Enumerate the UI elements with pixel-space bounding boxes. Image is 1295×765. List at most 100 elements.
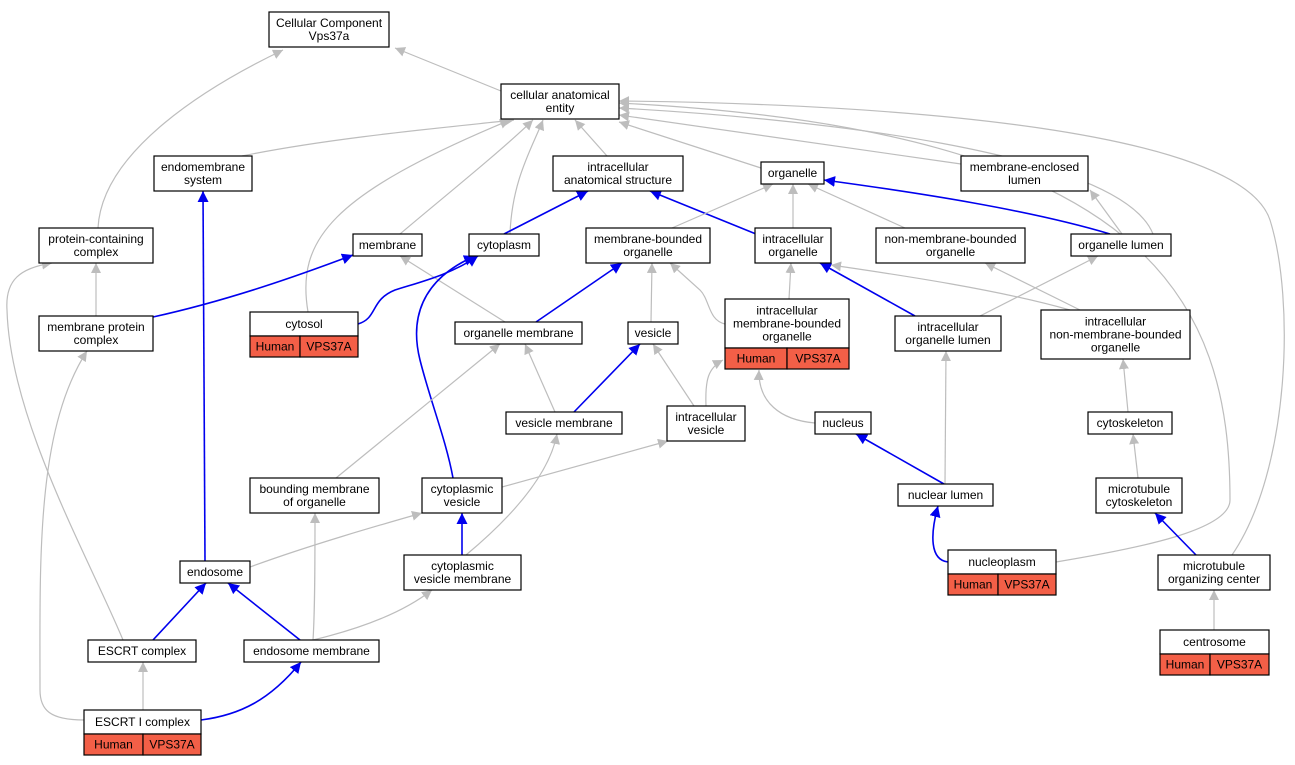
node-label: Cellular Component [276,16,383,30]
node-box [894,315,1002,352]
edge-mbo-to-organelle [671,183,774,229]
node-box [585,227,711,264]
edge-emem-to-bmo [309,512,320,641]
node-label: centrosome [1183,635,1246,649]
node-box [454,321,583,345]
node-label: system [184,173,222,187]
edge-escrt-to-pcc [6,259,124,641]
node-label: microtubule [1108,482,1170,496]
node-endosome[interactable]: endosome [179,560,251,584]
edge-imbo-to-mbo [669,262,726,325]
node-box [960,155,1089,192]
node-label: organelle [926,245,976,259]
edge-endosome-to-endomembrane [197,190,209,562]
node-label: cytoplasmic [431,559,494,573]
edge-organelle-to-cae [618,120,762,169]
node-label: cytoplasmic [431,482,494,496]
node-box [1040,309,1191,360]
node-omem[interactable]: organelle membrane [454,321,583,345]
node-label: non-membrane-bounded [884,232,1016,246]
node-cytoplasm[interactable]: cytoplasm [468,233,540,257]
node-label: nucleoplasm [968,555,1035,569]
edge-nlumen-to-iol [940,350,951,485]
node-olumen[interactable]: organelle lumen [1070,233,1172,257]
node-membrane[interactable]: membrane [352,233,423,257]
edge-io-to-ias [649,190,757,235]
edge-nucleus-to-imbo [753,369,816,424]
node-box [179,560,251,584]
node-label: membrane-bounded [594,232,702,246]
edge-cytosol-to-cytoplasm [357,255,479,325]
node-label: membrane-bounded [733,317,841,331]
node-label: cytoplasm [477,238,531,252]
node-box [421,477,503,514]
node-box [754,227,832,264]
node-box [1087,411,1173,435]
node-label: complex [74,333,119,347]
edge-cvesicle-to-ivesicle [501,438,669,488]
annotation-gene-cell [299,335,359,358]
annotation-gene-cell [786,347,850,370]
node-emem[interactable]: endosome membrane [243,639,380,663]
node-cytoskeleton[interactable]: cytoskeleton [1087,411,1173,435]
node-box [1157,554,1271,591]
edge-ias-to-cae [574,119,608,157]
node-organelle[interactable]: organelle [760,161,825,185]
node-label: Vps37a [309,29,350,43]
node-label: intracellular [756,304,817,318]
edge-bmo-to-omem [335,343,501,479]
node-imbo[interactable]: intracellularmembrane-boundedorganelleHu… [724,298,850,370]
node-box [38,315,154,352]
node-vmem[interactable]: vesicle membrane [505,411,623,435]
node-vesicle[interactable]: vesicle [627,321,679,345]
edge-vmem-to-vesicle [573,343,641,413]
annotation-gene-cell [997,573,1057,596]
annotation-species: Human [954,578,993,592]
node-label: vesicle [635,326,672,340]
node-label: membrane-enclosed [970,160,1079,174]
node-label: anatomical structure [564,173,672,187]
annotation-gene-cell [1209,653,1270,676]
edge-vmem-to-omem [524,343,556,413]
node-label: intracellular [587,160,648,174]
node-label: organizing center [1168,572,1260,586]
edge-cytoplasm-to-cae [509,119,544,235]
node-box [505,411,623,435]
node-box [249,477,380,514]
node-nucleus[interactable]: nucleus [814,411,872,435]
node-label: intracellular [762,232,823,246]
edge-inmbo-to-nmbo [984,262,1081,311]
annotation-gene-cell [142,733,202,756]
node-inmbo[interactable]: intracellularnon-membrane-boundedorganel… [1040,309,1191,360]
node-box [1095,477,1183,514]
node-box [352,233,423,257]
edge-inmbo-to-io [830,261,1071,311]
node-nlumen[interactable]: nuclear lumen [897,483,994,507]
edge-omem-to-membrane [399,255,506,323]
node-box [875,227,1026,264]
node-escrt[interactable]: ESCRT complex [87,639,197,663]
node-box [627,321,679,345]
node-label: protein-containing [48,232,143,246]
